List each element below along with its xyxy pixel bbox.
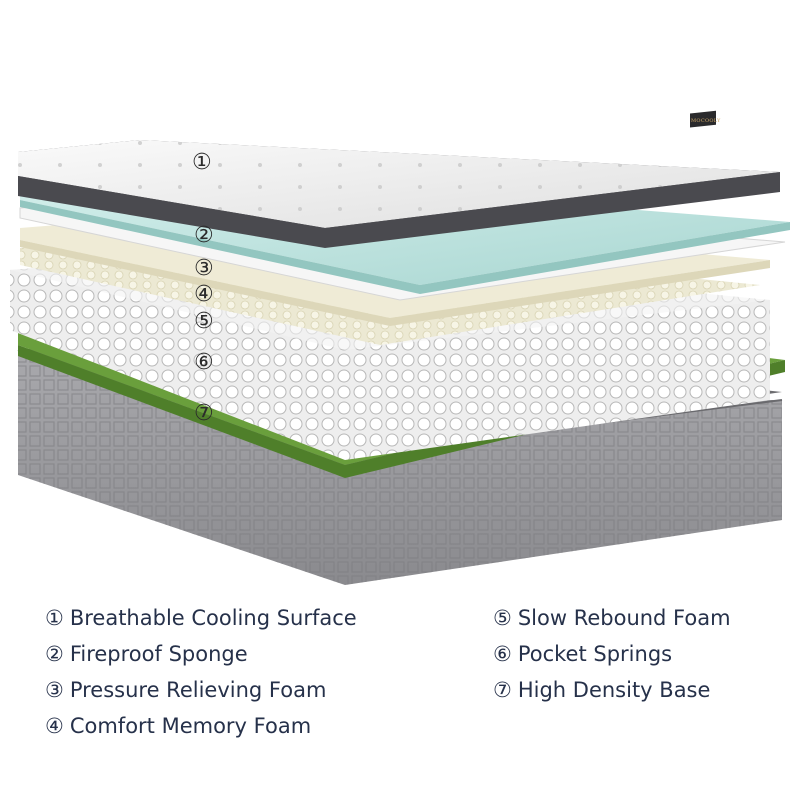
top-layer: [18, 110, 780, 248]
layer-marker-7: ⑦: [194, 401, 214, 426]
legend-number: ①: [45, 606, 64, 630]
legend-label: Pressure Relieving Foam: [69, 678, 327, 702]
layer-marker-1: ①: [192, 150, 212, 175]
legend-number: ⑦: [493, 678, 512, 702]
layer-marker-5: ⑤: [194, 309, 214, 334]
legend-label: Slow Rebound Foam: [517, 606, 731, 630]
legend-label: Pocket Springs: [517, 642, 673, 666]
layer-marker-6: ⑥: [194, 350, 214, 375]
legend-label: Fireproof Sponge: [69, 642, 248, 666]
legend-number: ⑤: [493, 606, 512, 630]
layer-marker-3: ③: [194, 256, 214, 281]
legend-label: High Density Base: [517, 678, 711, 702]
legend-number: ④: [45, 714, 64, 738]
legend-number: ⑥: [493, 642, 512, 666]
legend-label: Comfort Memory Foam: [69, 714, 312, 738]
layer-marker-2: ②: [194, 223, 214, 248]
layer-marker-4: ④: [194, 282, 214, 307]
brand-label: MOCOOLY: [691, 118, 721, 124]
legend-number: ③: [45, 678, 64, 702]
legend-number: ②: [45, 642, 64, 666]
legend-label: Breathable Cooling Surface: [69, 606, 357, 630]
mattress-illustration: [10, 110, 790, 585]
